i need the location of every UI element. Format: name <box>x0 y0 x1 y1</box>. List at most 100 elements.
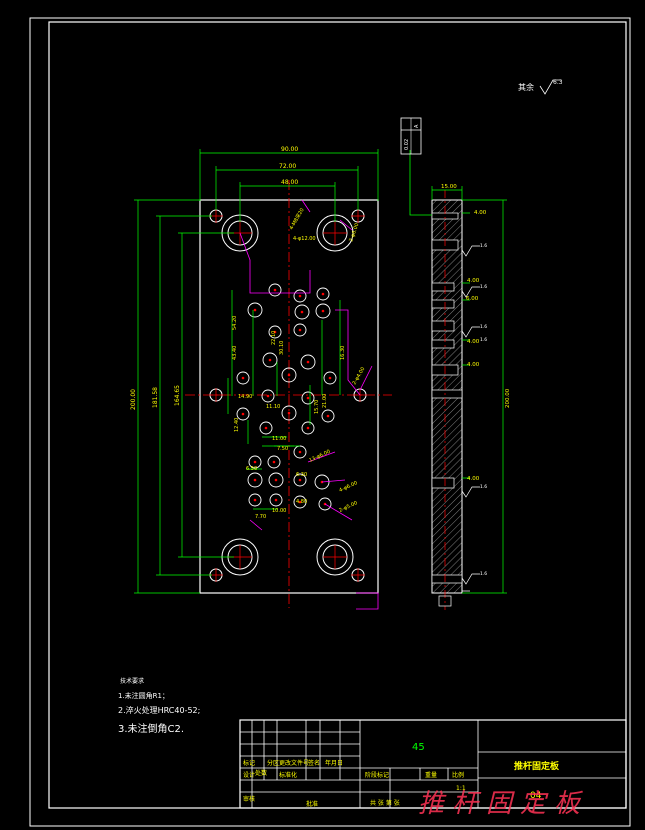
ejector-hole <box>300 354 316 370</box>
tb-change: 更改文件号 <box>279 759 309 767</box>
ejector-hole <box>301 421 315 435</box>
front-callout-5: 22.10 <box>271 331 277 345</box>
front-callout-16: 12.40 <box>234 418 240 432</box>
tb-scale: 1:1 <box>456 785 466 792</box>
ejector-hole <box>293 473 307 487</box>
ejector-hole <box>268 283 282 297</box>
tech-notes: 技术要求 1.未注圆角R1； 2.淬火处理HRC40-52; 3.未注倒角C2. <box>118 677 200 735</box>
tol-value: 0.02 <box>404 139 410 150</box>
watermark: 推杆固定板 <box>418 789 588 819</box>
front-callout-18: 16.30 <box>340 346 346 360</box>
ejector-hole <box>247 302 263 318</box>
front-callout-6: 30.10 <box>279 341 285 355</box>
side-rough-1: 1.6 <box>480 243 487 249</box>
ejector-hole <box>281 405 297 421</box>
front-callout-9: 11.00 <box>272 436 286 442</box>
front-callout-7: 14.90 <box>238 394 252 400</box>
side-dim-d3: 6.00 <box>466 296 479 302</box>
tb-sign: 签名 <box>308 759 320 767</box>
side-dim-d4: 4.00 <box>467 339 480 345</box>
ejector-hole <box>318 497 332 511</box>
side-dim-d6: 4.00 <box>467 476 480 482</box>
tb-scale-label: 比例 <box>452 771 464 779</box>
ejector-hole <box>293 323 307 337</box>
tb-approve: 批准 <box>306 800 318 808</box>
tb-material: 45 <box>412 742 425 753</box>
ejector-hole <box>269 493 283 507</box>
front-callout-1: 4-φ12.00 <box>293 236 316 242</box>
side-dim-d1: 4.00 <box>474 210 487 216</box>
side-view: 15.00 200.00 4.00 4.00 6.00 4.00 4.00 4.… <box>400 117 511 610</box>
tech-note-2: 2.淬火处理HRC40-52; <box>118 705 200 715</box>
ejector-hole <box>323 371 337 385</box>
ejector-hole <box>268 472 284 488</box>
front-callout-22: 2-φ5.00 <box>338 500 358 514</box>
ejector-hole <box>315 303 331 319</box>
tb-review: 审核 <box>243 795 255 803</box>
roughness-label: 其余 <box>518 82 534 92</box>
outer-border <box>29 17 631 827</box>
front-callout-23: 2-φ4.00 <box>352 366 367 386</box>
front-callout-12: 7.70 <box>255 514 266 520</box>
front-callout-2: 2-φ6.00 <box>348 222 360 242</box>
ejector-hole <box>267 455 281 469</box>
ejector-hole <box>247 472 263 488</box>
ejector-hole <box>316 287 330 301</box>
ejector-hole <box>236 371 250 385</box>
dim-90: 90.00 <box>281 146 298 153</box>
tb-drawing-no: 04 <box>530 791 542 801</box>
front-callout-3: 54.20 <box>232 316 238 330</box>
tech-note-3: 3.未注倒角C2. <box>118 722 184 735</box>
front-callout-20: 13-φ6.00 <box>308 449 331 464</box>
front-callout-11: 6.50 <box>246 466 257 472</box>
ejector-hole <box>293 495 307 509</box>
ejector-hole <box>293 289 307 303</box>
side-dim-d5: 4.00 <box>467 362 480 368</box>
title-block <box>239 719 627 809</box>
ejector-hole <box>321 409 335 423</box>
front-view: 90.00 72.00 48.00 200.00 181.58 164.65 4… <box>130 146 392 610</box>
tolerance-frame: 0.02 A <box>400 117 422 155</box>
front-callout-4: 43.40 <box>232 346 238 360</box>
tb-count: 处数 <box>255 769 267 777</box>
front-callout-10: 7.50 <box>277 446 288 452</box>
front-callouts: 4-M8深20 4-φ12.00 2-φ6.00 54.20 43.40 22.1030.… <box>232 207 366 520</box>
front-callout-13: 10.00 <box>272 508 286 514</box>
tb-design: 设计 <box>243 771 255 779</box>
ejector-hole <box>262 352 278 368</box>
datum-a-box <box>438 595 452 607</box>
dim-200: 200.00 <box>130 389 137 410</box>
ejector-hole <box>294 304 310 320</box>
roughness-symbol <box>539 79 561 95</box>
front-callout-19: 21.00 <box>322 394 328 408</box>
side-rough-2: 1.6 <box>480 284 487 290</box>
side-rough-6: 1.6 <box>480 571 487 577</box>
drawing-frame <box>48 21 627 809</box>
tech-notes-title: 技术要求 <box>120 677 144 685</box>
tol-datum: A <box>414 124 420 128</box>
tb-part-name: 推杆固定板 <box>514 760 560 772</box>
ejector-hole <box>248 455 262 469</box>
ejector-hole <box>259 421 273 435</box>
ejector-hole <box>268 325 282 339</box>
ejector-hole <box>314 474 330 490</box>
side-rough-4: 1.6 <box>480 337 487 343</box>
roughness-value: 6.3 <box>553 79 563 86</box>
tb-mark: 标记 <box>243 759 255 767</box>
ejector-hole <box>261 389 275 403</box>
ejector-hole <box>248 493 262 507</box>
dim-72: 72.00 <box>279 163 296 170</box>
tb-weight: 重量 <box>425 771 437 779</box>
front-callout-8: 11.10 <box>266 404 280 410</box>
ejector-hole <box>301 391 315 405</box>
front-callout-0: 4-M8深20 <box>288 207 306 231</box>
tech-note-1: 1.未注圆角R1； <box>118 691 169 700</box>
tb-sheet: 共 张 第 张 <box>370 799 400 807</box>
side-rough-5: 1.6 <box>480 484 487 490</box>
side-dim-d2: 4.00 <box>467 278 480 284</box>
tb-std: 标准化 <box>279 771 297 779</box>
tb-stage: 阶段标记 <box>365 771 389 779</box>
dim-181: 181.58 <box>152 387 159 408</box>
front-callout-17: 15.70 <box>314 400 320 414</box>
front-callout-15: 6.30 <box>296 472 307 478</box>
